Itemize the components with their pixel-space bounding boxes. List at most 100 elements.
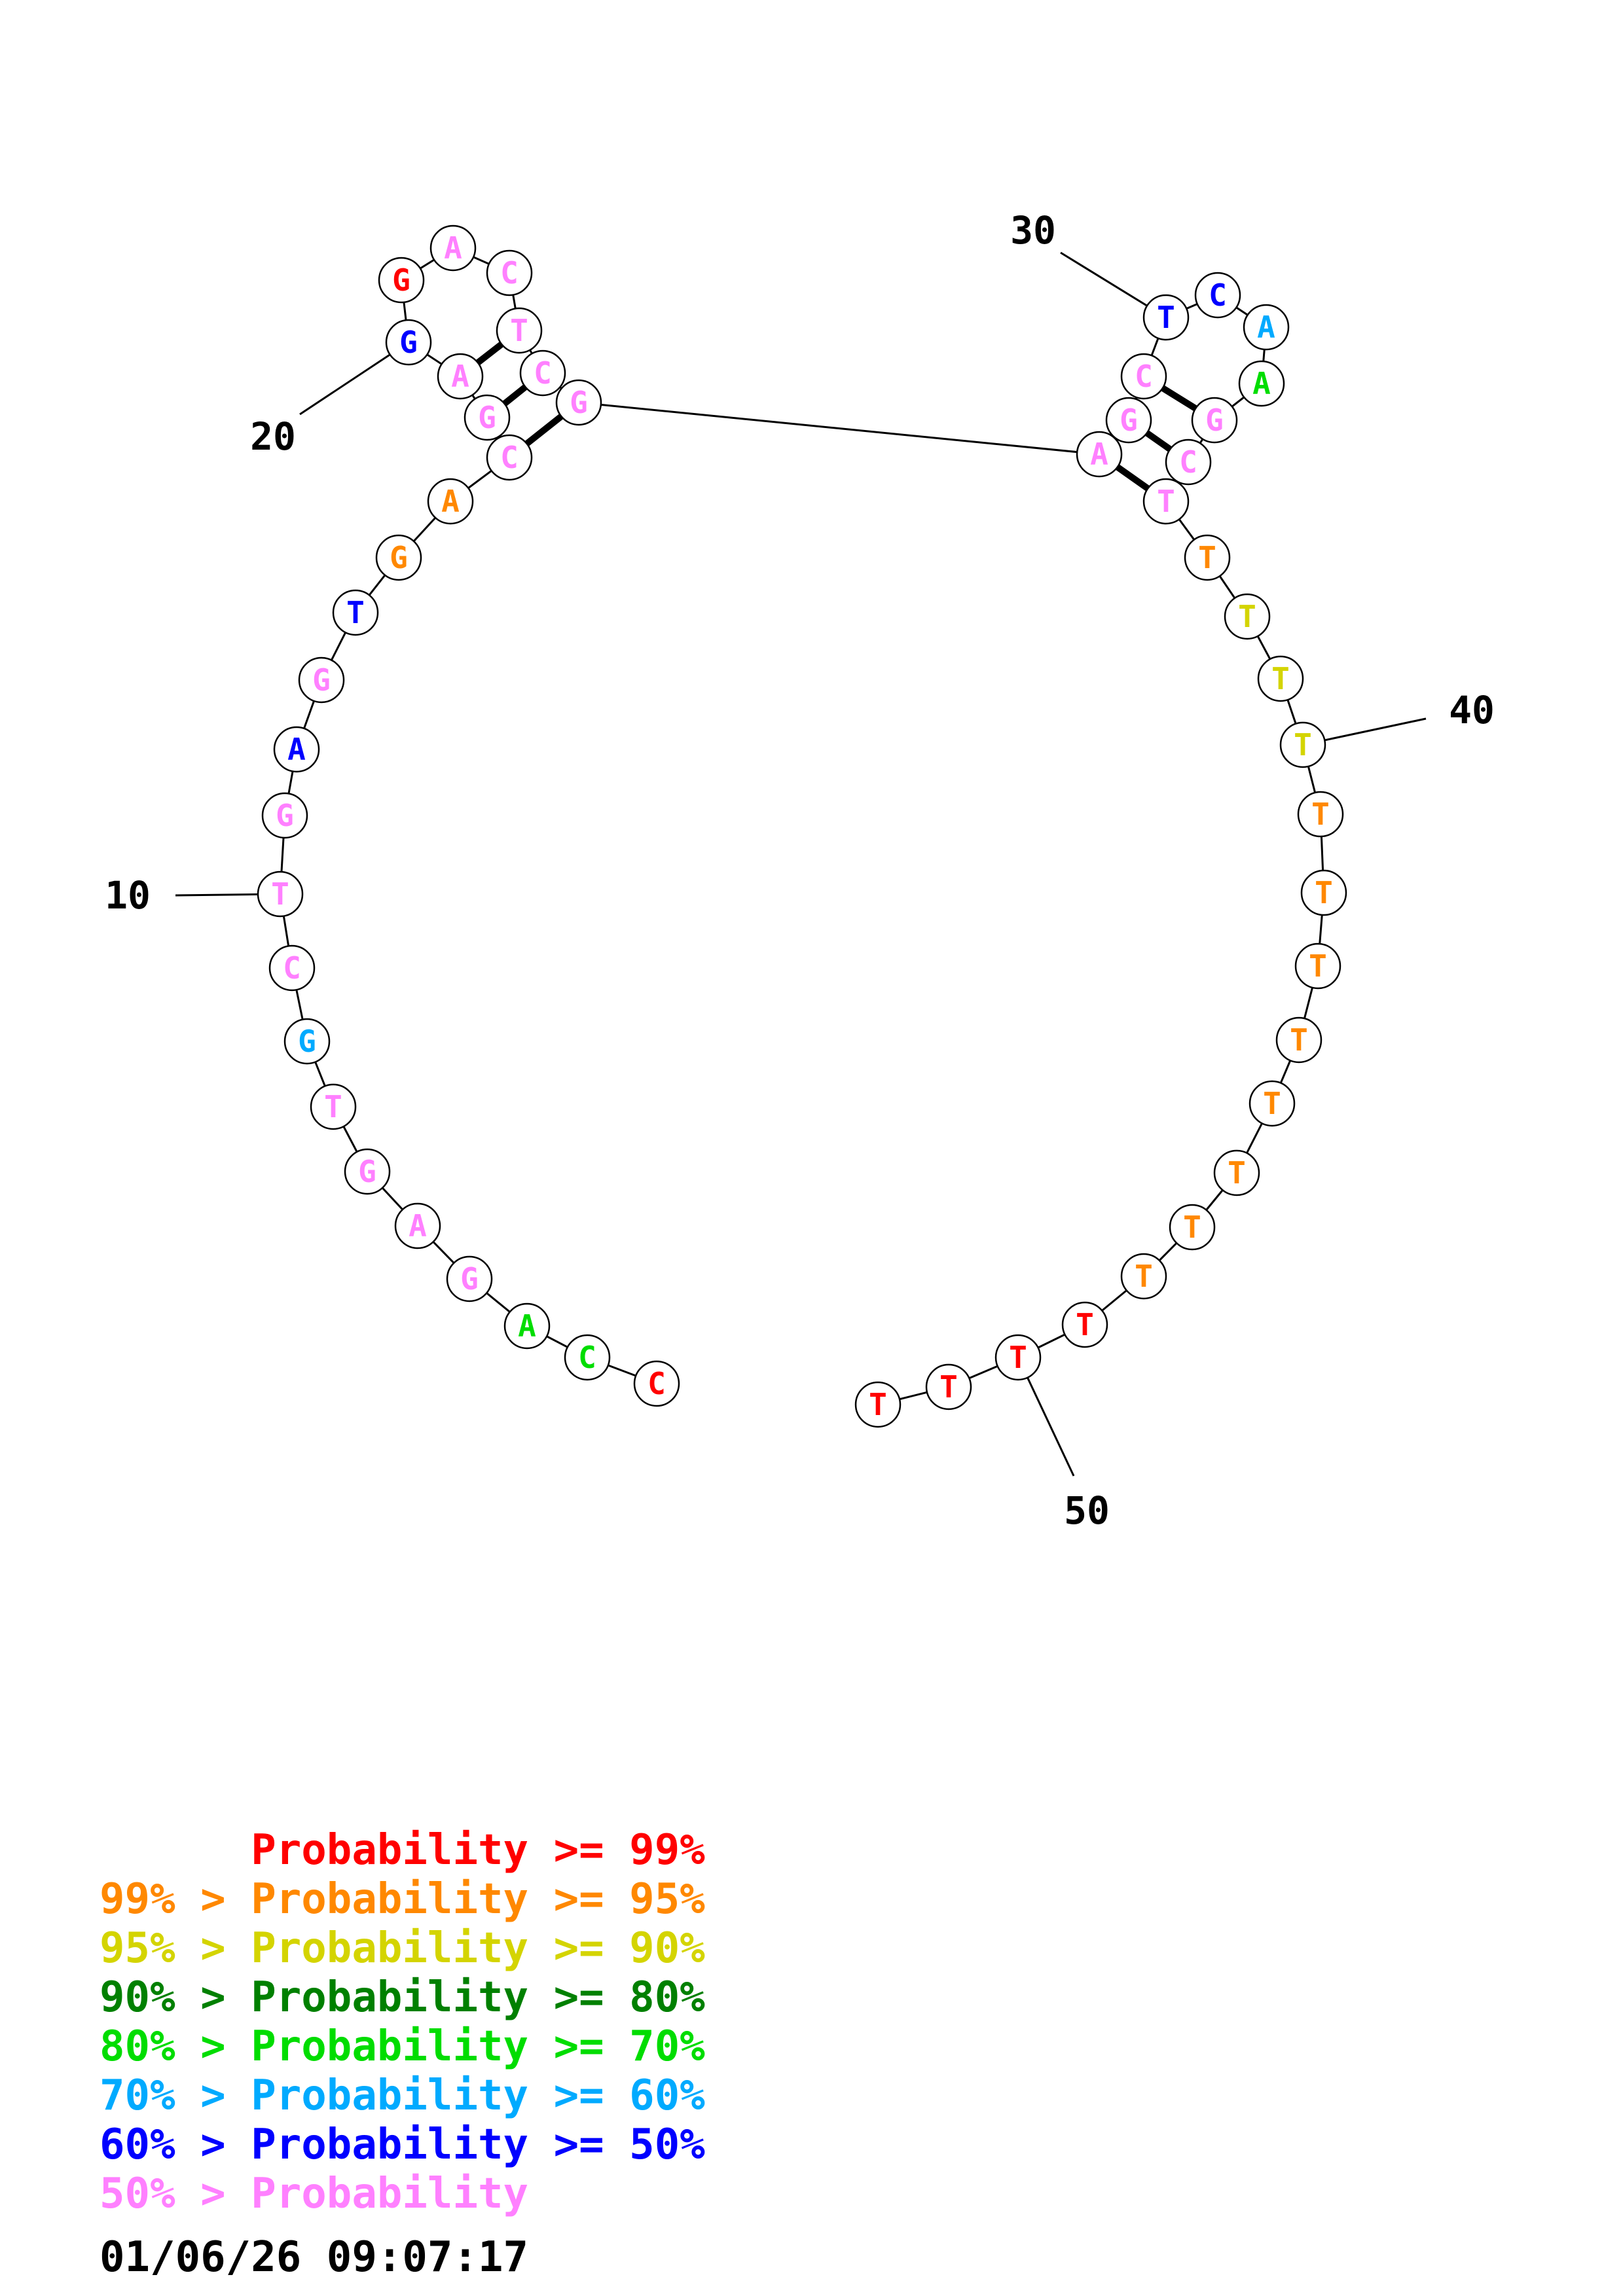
nucleotide-base: G <box>460 1261 479 1297</box>
probability-legend: Probability >= 99%99% > Probability >= 9… <box>100 1826 705 2219</box>
position-label: 40 <box>1449 688 1495 732</box>
nucleotide-circle <box>1194 272 1241 319</box>
nucleotide-base: G <box>358 1154 376 1189</box>
nucleotide-base: A <box>451 359 469 394</box>
nucleotide-circle <box>519 350 566 397</box>
nucleotide-circle <box>994 1334 1042 1381</box>
nucleotide-circle <box>854 1381 902 1428</box>
nucleotide-base: A <box>1257 310 1275 345</box>
position-label: 30 <box>1010 208 1056 253</box>
nucleotide-circle <box>1224 593 1271 640</box>
timestamp: 01/06/26 09:07:17 <box>100 2233 529 2282</box>
nucleotide-circle <box>298 656 345 704</box>
nucleotide-circle <box>375 534 422 581</box>
nucleotide-circle <box>1238 360 1285 407</box>
nucleotide-circle <box>1165 439 1212 486</box>
nucleotide-circle <box>1275 1016 1322 1064</box>
nucleotide-circle <box>1300 869 1347 916</box>
nucleotide-base: A <box>444 230 462 266</box>
position-label: 50 <box>1064 1488 1110 1533</box>
nucleotide-circle <box>1142 294 1190 341</box>
nucleotide-circle <box>503 1302 551 1350</box>
nucleotide-base: T <box>271 876 289 912</box>
nucleotide-circle <box>1257 655 1304 702</box>
legend-row: 95% > Probability >= 90% <box>100 1924 705 1973</box>
nucleotide-base: C <box>283 950 301 986</box>
position-label: 10 <box>105 873 151 918</box>
legend-row: 90% > Probability >= 80% <box>100 1973 705 2022</box>
nucleotide-base: T <box>939 1369 958 1405</box>
nucleotide-circle <box>1105 397 1152 444</box>
nucleotide-circle <box>437 353 484 400</box>
position-label: 20 <box>250 414 296 459</box>
nucleotide-circle <box>1249 1080 1296 1127</box>
nucleotide-base: T <box>510 313 528 348</box>
nucleotide-circle <box>394 1202 441 1249</box>
legend-row: Probability >= 99% <box>100 1826 705 1874</box>
nucleotide-base: T <box>1009 1340 1027 1375</box>
nucleotide-circle <box>332 589 379 636</box>
nucleotide-base: T <box>869 1387 887 1422</box>
nucleotide-base: T <box>1290 1022 1308 1058</box>
nucleotide-base: T <box>1076 1307 1094 1342</box>
nucleotide-base: G <box>298 1024 316 1059</box>
legend-row: 60% > Probability >= 50% <box>100 2121 705 2169</box>
nucleotide-base: A <box>1090 437 1108 472</box>
legend-row: 80% > Probability >= 70% <box>100 2022 705 2071</box>
nucleotide-base: C <box>534 355 552 391</box>
nucleotide-circle <box>385 319 432 366</box>
nucleotide-circle <box>1294 942 1341 990</box>
nucleotide-base: G <box>1120 403 1138 438</box>
nucleotide-base: C <box>1179 444 1197 480</box>
nucleotide-circle <box>1279 721 1326 768</box>
nucleotide-circle <box>283 1018 331 1065</box>
nucleotide-base: T <box>1157 300 1175 335</box>
nucleotide-circle <box>1076 431 1123 478</box>
nucleotide-circle <box>1169 1204 1216 1251</box>
nucleotide-base: T <box>1263 1086 1281 1121</box>
nucleotide-circle <box>496 307 543 354</box>
nucleotide-circle <box>925 1363 972 1410</box>
nucleotide-base: C <box>647 1366 666 1401</box>
nucleotide-circle <box>261 792 308 839</box>
nucleotide-base: A <box>441 484 460 519</box>
nucleotide-base: T <box>1157 484 1175 519</box>
nucleotide-base: C <box>500 440 519 475</box>
nucleotide-base: T <box>1198 540 1216 575</box>
legend-row: 70% > Probability >= 60% <box>100 2072 705 2120</box>
nucleotide-base: T <box>1309 948 1327 984</box>
nucleotide-circle <box>486 249 533 296</box>
nucleotide-circle <box>555 379 602 426</box>
nucleotide-circle <box>633 1360 680 1407</box>
legend-row: 50% > Probability <box>100 2170 529 2218</box>
nucleotide-base: T <box>1228 1155 1246 1191</box>
nucleotide-circle <box>378 257 425 304</box>
nucleotide-base: T <box>1294 727 1312 762</box>
nucleotide-base: C <box>578 1340 596 1375</box>
nucleotide-circle <box>427 478 474 525</box>
nucleotide-circle <box>257 870 304 918</box>
nucleotide-circle <box>564 1334 611 1381</box>
nucleotide-base: A <box>409 1208 427 1244</box>
nucleotide-circle <box>310 1083 357 1130</box>
nucleotide-circle <box>344 1148 391 1195</box>
nucleotide-circle <box>1142 478 1190 525</box>
nucleotide-base: T <box>324 1089 342 1124</box>
nucleotide-base: T <box>1271 661 1290 696</box>
nucleotide-base: C <box>1209 278 1227 313</box>
nucleotide-circle <box>1297 791 1344 838</box>
nucleotide-base: G <box>392 262 410 298</box>
nucleotide-base: T <box>1311 797 1330 832</box>
nucleotide-base: G <box>478 400 496 435</box>
nucleotide-base: T <box>346 595 365 630</box>
nucleotide-circle <box>1120 1253 1167 1300</box>
nucleotide-base: A <box>287 732 306 767</box>
nucleotide-circle <box>429 224 477 272</box>
nucleotide-base: A <box>1252 366 1271 401</box>
nucleotide-circle <box>1120 353 1167 400</box>
nucleotide-base: A <box>518 1308 536 1344</box>
nucleotide-base: T <box>1238 599 1256 634</box>
nucleotide-circle <box>273 726 320 773</box>
nucleotide-circle <box>1191 397 1238 444</box>
